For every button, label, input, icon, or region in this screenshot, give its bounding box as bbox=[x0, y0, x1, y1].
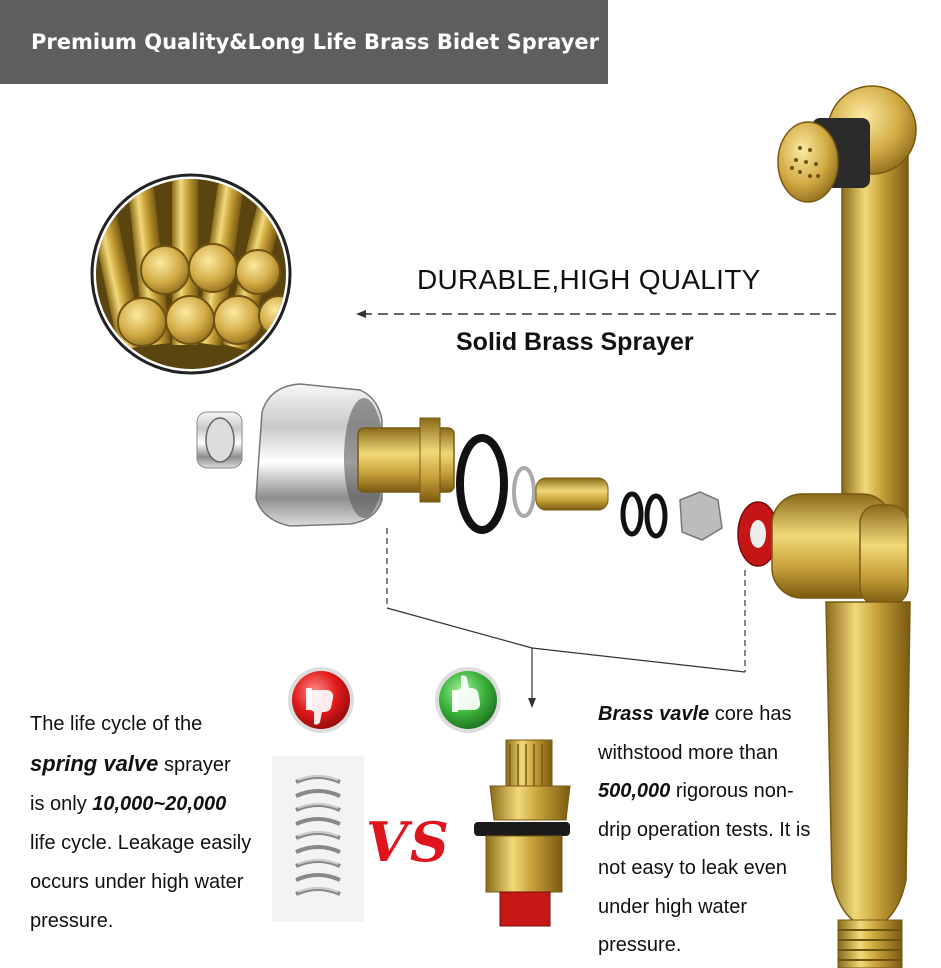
thumbs-down-icon bbox=[288, 667, 354, 733]
right-line-1: core has withstood more than bbox=[598, 703, 792, 764]
left-line-1: The life cycle of the bbox=[30, 713, 203, 735]
left-line-3: is only bbox=[30, 793, 93, 815]
title-banner: Premium Quality&Long Life Brass Bidet Sp… bbox=[0, 0, 608, 84]
brass-valve-cartridge bbox=[474, 739, 571, 927]
right-emphasis-brass-valve: Brass vavle bbox=[598, 703, 710, 725]
spring-valve-description: The life cycle of the spring valve spray… bbox=[30, 705, 275, 941]
bidet-sprayer bbox=[771, 85, 917, 968]
left-line-4: life cycle. Leakage easily occurs under … bbox=[30, 832, 252, 932]
left-line-2: sprayer bbox=[158, 754, 231, 776]
exploded-valve-parts bbox=[196, 383, 779, 567]
vs-label: VS bbox=[366, 810, 451, 874]
left-emphasis-count: 10,000~20,000 bbox=[92, 793, 227, 815]
brass-valve-description: Brass vavle core has withstood more than… bbox=[598, 695, 823, 965]
subheadline: Solid Brass Sprayer bbox=[456, 328, 694, 356]
banner-title: Premium Quality&Long Life Brass Bidet Sp… bbox=[31, 30, 599, 54]
spring-image bbox=[272, 756, 364, 922]
right-emphasis-count: 500,000 bbox=[598, 780, 671, 802]
brass-rods-closeup bbox=[90, 173, 292, 375]
right-line-2: rigorous non-drip operation tests. It is… bbox=[598, 780, 811, 956]
headline: DURABLE,HIGH QUALITY bbox=[417, 264, 761, 295]
leader-lines bbox=[386, 528, 746, 708]
thumbs-up-icon bbox=[435, 667, 501, 733]
dashed-arrow bbox=[356, 310, 838, 318]
left-emphasis-spring-valve: spring valve bbox=[30, 751, 159, 776]
